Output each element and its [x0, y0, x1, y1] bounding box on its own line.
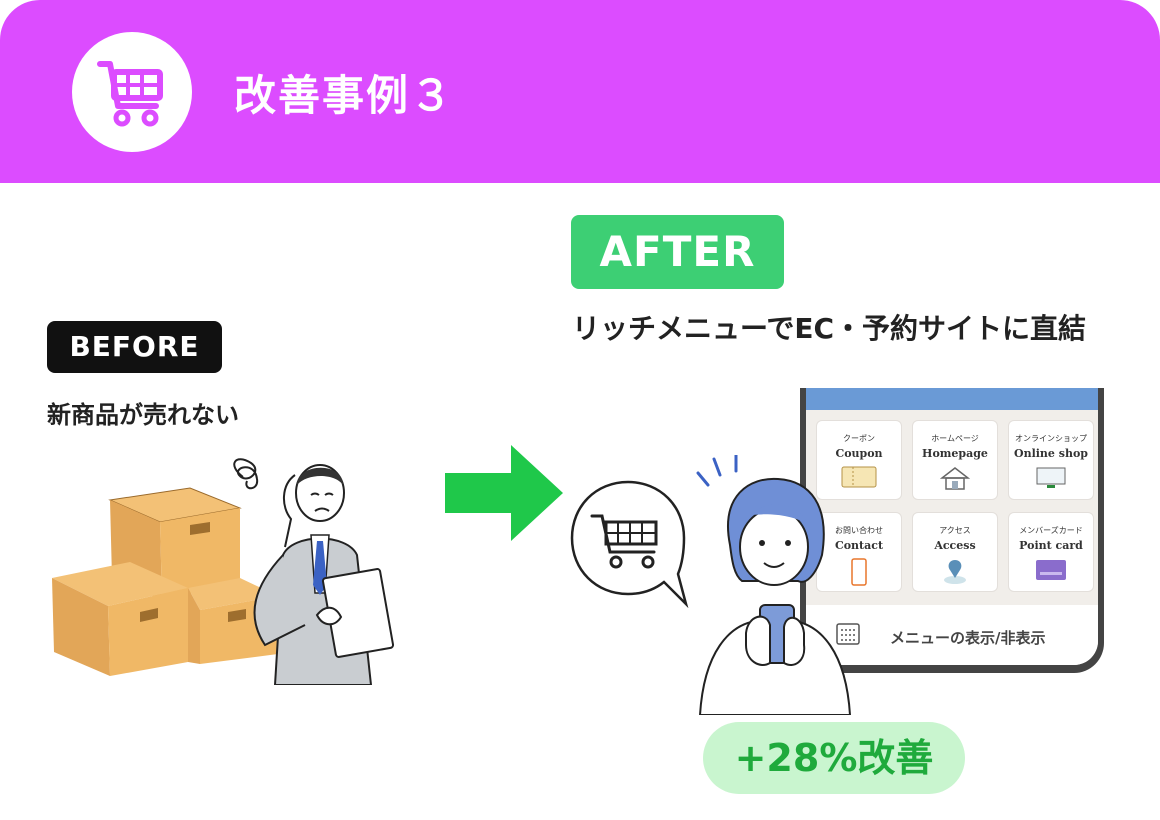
member-card-icon	[1036, 560, 1066, 580]
woman-with-smartphone-illustration	[696, 455, 852, 715]
tile-label-jp: お問い合わせ	[835, 526, 883, 535]
tile-label-jp: アクセス	[939, 526, 971, 535]
keyboard-icon	[836, 623, 860, 645]
improvement-result-badge: +28%改善	[703, 722, 965, 794]
before-description: 新商品が売れない	[47, 401, 239, 429]
house-icon	[939, 467, 971, 490]
rich-menu-tile-homepage[interactable]: ホームページ Homepage	[912, 420, 998, 500]
cart-speech-bubble	[570, 480, 689, 608]
menu-toggle-label: メニューの表示/非表示	[890, 629, 1046, 647]
tile-label-jp: ホームページ	[931, 434, 979, 443]
tile-label-en: Point card	[1019, 539, 1083, 552]
tile-label-en: Homepage	[922, 447, 988, 460]
before-tag: BEFORE	[47, 321, 222, 373]
after-description: リッチメニューでEC・予約サイトに直結	[572, 312, 1086, 345]
tile-label-en: Access	[934, 539, 976, 552]
tile-label-jp: クーポン	[843, 434, 875, 443]
header-icon-badge	[72, 32, 192, 152]
smartphone-icon	[851, 558, 867, 586]
rich-menu-tile-access[interactable]: アクセス Access	[912, 512, 998, 592]
tile-label-en: Contact	[834, 539, 884, 552]
tile-label-en: Coupon	[835, 447, 883, 460]
rich-menu-grid: クーポン Coupon ホームページ Homepage オンラインショップ On…	[816, 420, 1094, 598]
tile-label-jp: メンバーズカード	[1019, 526, 1083, 535]
troubled-businessman-illustration	[233, 458, 395, 685]
rich-menu-tile-coupon[interactable]: クーポン Coupon	[816, 420, 902, 500]
coupon-icon	[841, 466, 877, 488]
phone-screen: クーポン Coupon ホームページ Homepage オンラインショップ On…	[806, 388, 1098, 665]
page-title: 改善事例３	[234, 71, 455, 120]
phone-top-bar	[806, 388, 1098, 410]
cart-icon	[590, 514, 658, 569]
smartphone-mockup: クーポン Coupon ホームページ Homepage オンラインショップ On…	[800, 388, 1104, 673]
monitor-icon	[1036, 467, 1066, 488]
rich-menu-tile-contact[interactable]: お問い合わせ Contact	[816, 512, 902, 592]
cardboard-boxes-illustration	[52, 487, 278, 676]
cart-icon	[97, 61, 163, 127]
header-banner: 改善事例３	[0, 0, 1160, 183]
tile-label-en: Online shop	[1014, 447, 1088, 460]
rich-menu-toggle-bar[interactable]: メニューの表示/非表示	[806, 605, 1098, 665]
arrow-right-icon	[445, 445, 563, 541]
rich-menu-tile-point-card[interactable]: メンバーズカード Point card	[1008, 512, 1094, 592]
tile-label-jp: オンラインショップ	[1015, 434, 1087, 443]
location-pin-icon	[944, 560, 966, 584]
rich-menu-tile-online-shop[interactable]: オンラインショップ Online shop	[1008, 420, 1094, 500]
after-tag: AFTER	[571, 215, 784, 289]
